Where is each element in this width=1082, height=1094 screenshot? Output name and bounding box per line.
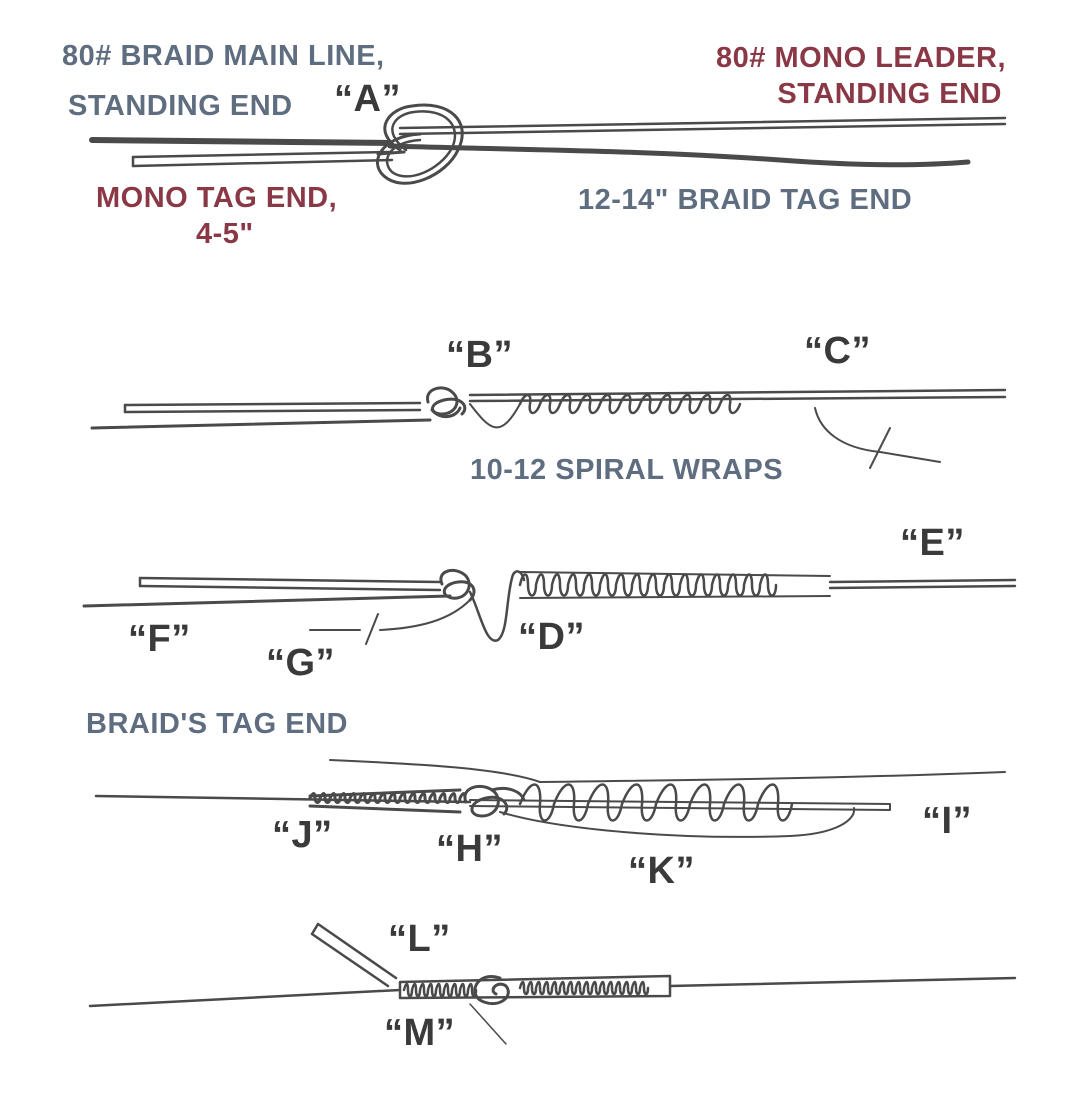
mono-tag-l	[310, 922, 398, 988]
letter-j: “J”	[272, 814, 333, 856]
braid-tag-end	[387, 143, 971, 168]
mono-left-lower	[138, 584, 442, 592]
braid-main-line	[89, 137, 393, 146]
overhand-loop-inner	[385, 110, 457, 178]
step-1-drawing	[89, 103, 1007, 185]
mono-tag-end-upper	[131, 150, 392, 159]
mono-leader-right-2	[468, 395, 1007, 403]
loop-tail	[376, 150, 406, 156]
wrapped-section-j-fill	[308, 792, 467, 804]
letter-k: “K”	[628, 850, 695, 892]
mono-leader-right	[468, 388, 1007, 397]
mono-right-2	[828, 584, 1017, 590]
tag-c-cut	[869, 427, 891, 469]
knot-e	[439, 568, 476, 602]
letter-f: “F”	[128, 618, 191, 660]
final-left-line	[88, 988, 402, 1008]
braid-tag-incoming	[329, 759, 541, 783]
mono-leader-label-2: STANDING END	[777, 78, 1002, 110]
letter-g: “G”	[266, 642, 336, 684]
mono-tag-label-2: 4-5"	[196, 218, 254, 250]
overhand-loop-outer	[376, 103, 464, 185]
letter-l: “L”	[388, 918, 451, 960]
tag-g-cut	[365, 613, 379, 645]
braid-main-line-label-2: STANDING END	[68, 90, 293, 122]
letter-i: “I”	[922, 800, 973, 842]
letter-d: “D”	[518, 616, 585, 658]
braid-left	[82, 594, 452, 608]
final-knot	[473, 975, 510, 1005]
mono-upper-strand	[123, 401, 422, 407]
mono-leader-standing-lower	[398, 122, 1007, 136]
step-5-drawing	[88, 922, 1017, 1045]
mono-leader-through	[469, 799, 891, 811]
step-2-drawing	[90, 386, 1007, 469]
letter-m: “M”	[384, 1012, 456, 1054]
mono-tag-end-lower	[131, 158, 394, 168]
knot-h	[463, 785, 509, 818]
tight-wraps-coils	[518, 573, 778, 597]
tight-wraps	[519, 571, 831, 599]
letter-b: “B”	[446, 334, 513, 376]
braid-right-top	[539, 771, 1006, 783]
final-wrapped-coils	[402, 980, 650, 998]
letter-e: “E”	[900, 522, 965, 564]
mono-upper-strand-2	[123, 408, 422, 414]
letter-h: “H”	[436, 828, 503, 870]
spiral-wraps-label: 10-12 SPIRAL WRAPS	[470, 454, 784, 486]
letter-c: “C”	[804, 330, 871, 372]
mono-right	[828, 578, 1017, 584]
mono-leader-label-1: 80# MONO LEADER,	[716, 42, 1006, 74]
mono-tag-label-1: MONO TAG END,	[96, 182, 338, 214]
braid-tag-label: 12-14" BRAID TAG END	[578, 184, 913, 216]
mono-left-upper	[138, 576, 442, 584]
tag-m-cut	[469, 1003, 507, 1045]
letter-a: “A”	[334, 78, 401, 120]
step-4-drawing	[94, 759, 1006, 838]
open-spirals	[518, 783, 794, 822]
loop-d	[468, 570, 526, 642]
mono-leader-standing-upper	[398, 116, 1007, 130]
knot-b	[426, 386, 467, 416]
spiral-wraps	[518, 393, 742, 415]
braid-lower-strand	[90, 418, 432, 430]
wrap-lead	[469, 403, 521, 429]
tag-g	[309, 599, 471, 631]
final-right-line	[668, 976, 1017, 988]
knot-b-2	[430, 406, 462, 418]
step-3-drawing	[82, 568, 1017, 645]
loop-k	[499, 807, 856, 838]
braid-main-line-label-1: 80# BRAID MAIN LINE,	[62, 40, 385, 72]
final-wrapped-body	[398, 974, 672, 1000]
braids-tag-end-label: BRAID'S TAG END	[86, 708, 348, 740]
